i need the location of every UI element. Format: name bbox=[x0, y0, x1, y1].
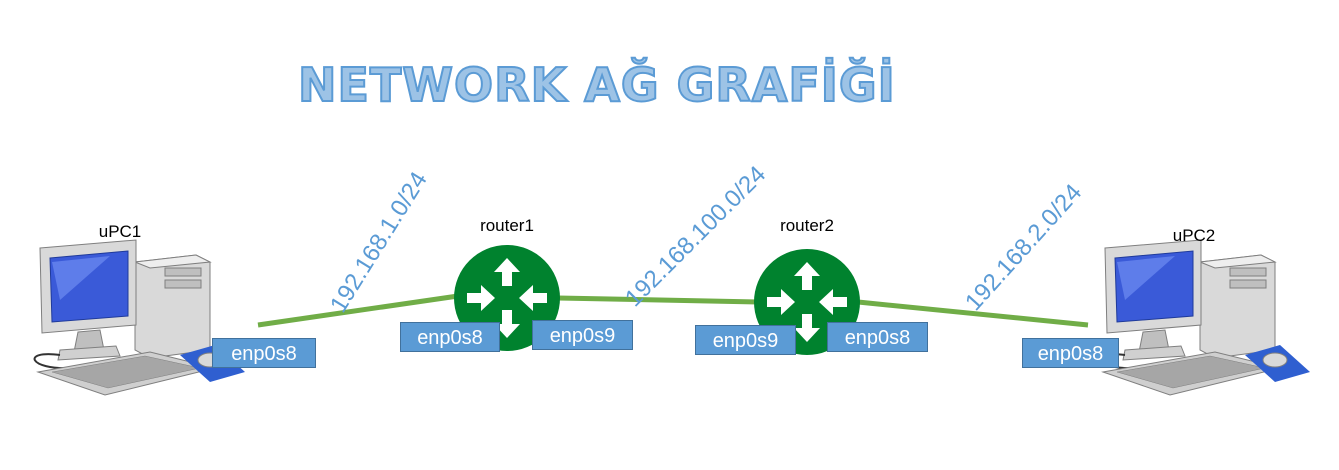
diagram-title: NETWORK AĞ GRAFİĞİ bbox=[297, 57, 896, 113]
router2-interface-right: enp0s8 bbox=[827, 322, 928, 352]
upc2-computer-icon bbox=[1098, 239, 1310, 396]
link-router2-upc2 bbox=[857, 299, 1089, 328]
link-router1-router2 bbox=[557, 295, 759, 305]
router1-interface-right: enp0s9 bbox=[532, 320, 633, 350]
upc1-computer-icon bbox=[33, 239, 245, 396]
router2-interface-left: enp0s9 bbox=[695, 325, 796, 355]
router1-interface-left: enp0s8 bbox=[400, 322, 500, 352]
link-upc1-router1 bbox=[257, 293, 459, 328]
upc2-interface-enp0s8: enp0s8 bbox=[1022, 338, 1119, 368]
router2-label: router2 bbox=[780, 216, 834, 235]
upc2-label: uPC2 bbox=[1172, 226, 1216, 245]
router1-label: router1 bbox=[480, 216, 534, 235]
upc1-interface-enp0s8: enp0s8 bbox=[212, 338, 316, 368]
upc1-label: uPC1 bbox=[98, 222, 142, 241]
